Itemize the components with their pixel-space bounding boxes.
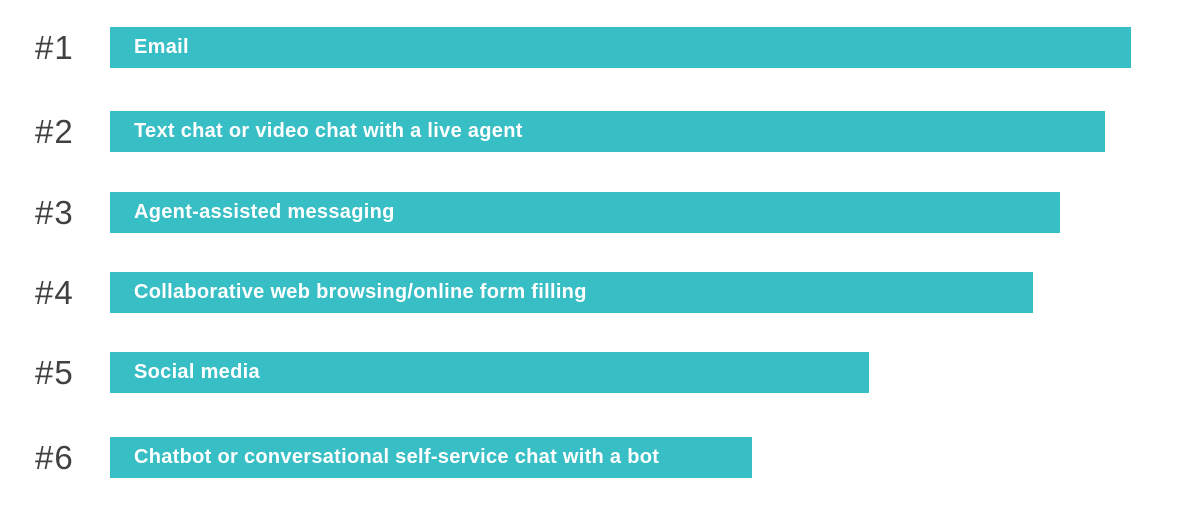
bar-label-live-chat: Text chat or video chat with a live agen… xyxy=(134,120,523,142)
rank-label-4: #4 xyxy=(35,274,74,311)
bar-row-5: #5 Social media xyxy=(0,352,1190,393)
rank-label-2: #2 xyxy=(35,113,74,150)
bar-label-agent-messaging: Agent-assisted messaging xyxy=(134,201,395,223)
bar-social-media: Social media xyxy=(110,352,869,393)
bar-live-chat: Text chat or video chat with a live agen… xyxy=(110,111,1105,152)
bar-row-2: #2 Text chat or video chat with a live a… xyxy=(0,111,1190,152)
bar-label-email: Email xyxy=(134,36,189,58)
bar-chatbot: Chatbot or conversational self-service c… xyxy=(110,437,752,478)
bar-row-1: #1 Email xyxy=(0,27,1190,68)
bar-cobrowsing: Collaborative web browsing/online form f… xyxy=(110,272,1033,313)
bar-label-chatbot: Chatbot or conversational self-service c… xyxy=(134,446,660,468)
rank-label-6: #6 xyxy=(35,439,74,476)
bar-label-social-media: Social media xyxy=(134,361,260,383)
bar-agent-messaging: Agent-assisted messaging xyxy=(110,192,1060,233)
bar-email: Email xyxy=(110,27,1131,68)
rank-label-3: #3 xyxy=(35,194,74,231)
rank-label-1: #1 xyxy=(35,29,74,66)
bar-row-6: #6 Chatbot or conversational self-servic… xyxy=(0,437,1190,478)
rank-label-5: #5 xyxy=(35,354,74,391)
bar-row-3: #3 Agent-assisted messaging xyxy=(0,192,1190,233)
bar-label-cobrowsing: Collaborative web browsing/online form f… xyxy=(134,281,587,303)
bar-row-4: #4 Collaborative web browsing/online for… xyxy=(0,272,1190,313)
